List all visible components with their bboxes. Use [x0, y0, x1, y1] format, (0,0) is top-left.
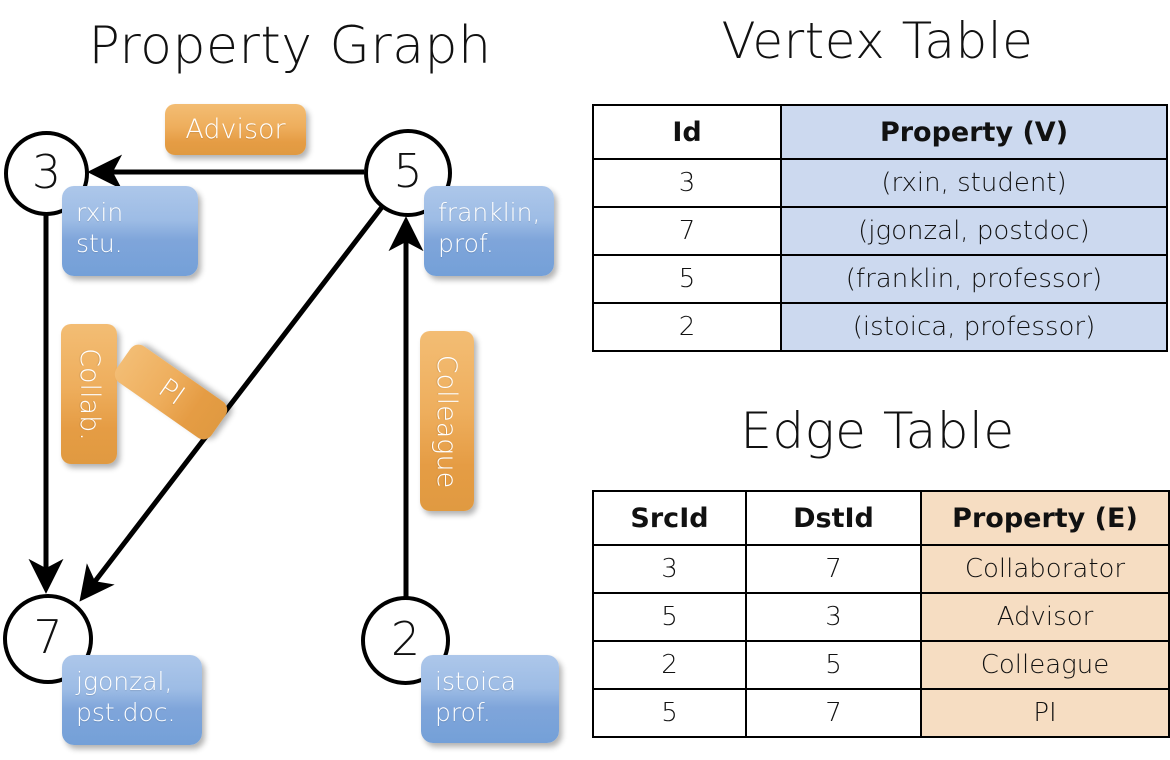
graph-node-2-label: 2	[390, 611, 421, 666]
graph-node-7-label: 7	[33, 610, 63, 664]
table-row: 2 (istoica, professor)	[592, 302, 1168, 352]
graph-node-2-property-box: istoica prof.	[421, 655, 559, 743]
graph-node-2-property-line1: istoica	[435, 667, 517, 696]
edge-label-collaborator-text: Collab.	[73, 347, 105, 441]
graph-node-5-property-line1: franklin,	[438, 198, 541, 227]
table-row: 3 7 Collaborator	[592, 544, 1170, 594]
graph-node-2-property-line2: prof.	[435, 697, 491, 727]
graph-node-5-label: 5	[393, 144, 423, 198]
edge-label-pi-text: PI	[152, 372, 190, 412]
edge-cell-property: Colleague	[920, 640, 1170, 690]
vertex-cell-property: (jgonzal, postdoc)	[780, 206, 1168, 256]
edge-cell-dstid: 7	[745, 544, 922, 594]
vertex-cell-property: (franklin, professor)	[780, 254, 1168, 304]
table-row: 5 7 PI	[592, 688, 1170, 738]
edge-cell-property: Collaborator	[920, 544, 1170, 594]
table-row: 3 (rxin, student)	[592, 158, 1168, 208]
edge-cell-dstid: 5	[745, 640, 922, 690]
graph-edge-lines	[28, 154, 424, 602]
graph-node-5-property-line2: prof.	[438, 228, 494, 258]
edge-cell-srcid: 2	[592, 640, 747, 690]
vertex-cell-id: 2	[592, 302, 782, 352]
graph-node-3-property-box: rxin stu.	[62, 186, 198, 276]
edge-cell-srcid: 5	[592, 688, 747, 738]
vertex-table-header-id: Id	[592, 104, 782, 160]
graph-node-7-property-box: jgonzal, pst.doc.	[62, 655, 202, 745]
vertex-cell-property: (istoica, professor)	[780, 302, 1168, 352]
vertex-table-header-property: Property (V)	[780, 104, 1168, 160]
graph-node-7-property-line2: pst.doc.	[76, 697, 176, 727]
graph-node-3-property-line2: stu.	[76, 228, 123, 258]
vertex-table-header-row: Id Property (V)	[592, 104, 1168, 160]
vertex-cell-id: 5	[592, 254, 782, 304]
edge-table-header-row: SrcId DstId Property (E)	[592, 490, 1170, 546]
graph-node-7-property-line1: jgonzal,	[76, 667, 173, 696]
edge-label-colleague: Colleague	[420, 331, 474, 511]
vertex-table: Id Property (V) 3 (rxin, student) 7 (jgo…	[592, 104, 1168, 352]
graph-node-5[interactable]: 5	[364, 129, 452, 217]
edge-cell-dstid: 3	[745, 592, 922, 642]
page-title-vertex-table: Vertex Table	[721, 12, 1034, 70]
edge-cell-dstid: 7	[745, 688, 922, 738]
graph-node-2[interactable]: 2	[361, 596, 450, 685]
edge-line-pi	[79, 205, 384, 602]
edge-table-header-dstid: DstId	[745, 490, 922, 546]
vertex-cell-property: (rxin, student)	[780, 158, 1168, 208]
edge-cell-srcid: 5	[592, 592, 747, 642]
graph-node-5-property-box: franklin, prof.	[424, 186, 554, 276]
table-row: 5 3 Advisor	[592, 592, 1170, 642]
edge-label-advisor: Advisor	[165, 104, 306, 155]
table-row: 2 5 Colleague	[592, 640, 1170, 690]
edge-table-header-srcid: SrcId	[592, 490, 747, 546]
property-graph-diagram: 3 rxin stu. 5 franklin, prof. 7 jgonzal,…	[3, 104, 559, 745]
vertex-cell-id: 7	[592, 206, 782, 256]
edge-label-colleague-text: Colleague	[431, 354, 463, 488]
table-row: 5 (franklin, professor)	[592, 254, 1168, 304]
edge-cell-property: PI	[920, 688, 1170, 738]
edge-cell-srcid: 3	[592, 544, 747, 594]
edge-table: SrcId DstId Property (E) 3 7 Collaborato…	[592, 490, 1170, 738]
page-title-edge-table: Edge Table	[740, 402, 1015, 460]
page-title-property-graph: Property Graph	[88, 16, 492, 76]
edge-label-collaborator: Collab.	[61, 324, 117, 464]
graph-node-3-label: 3	[31, 144, 62, 199]
vertex-cell-id: 3	[592, 158, 782, 208]
graph-node-3-property-line1: rxin	[76, 198, 124, 227]
edge-label-advisor-text: Advisor	[185, 114, 286, 145]
edge-cell-property: Advisor	[920, 592, 1170, 642]
edge-table-header-property: Property (E)	[920, 490, 1170, 546]
table-row: 7 (jgonzal, postdoc)	[592, 206, 1168, 256]
